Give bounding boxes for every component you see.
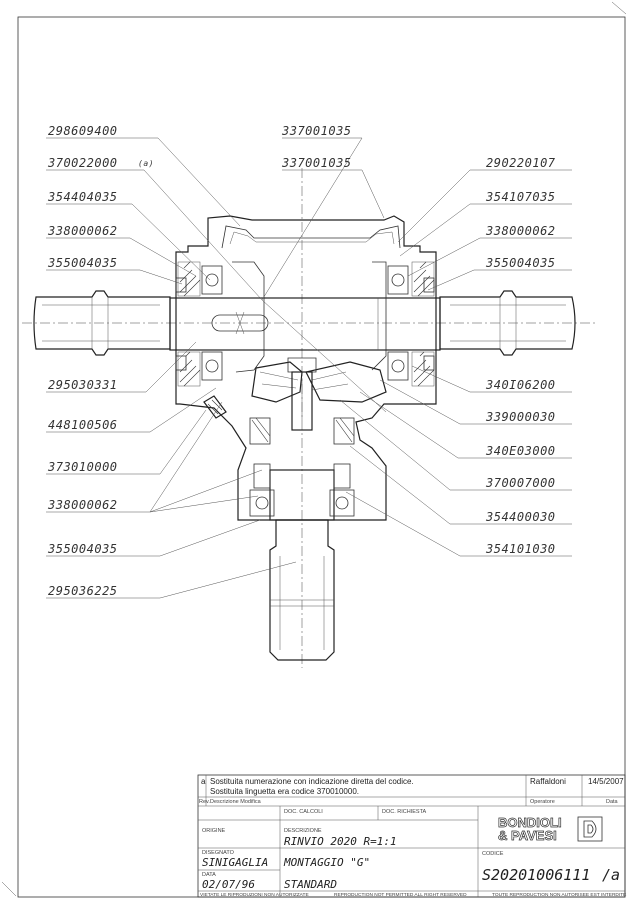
callout-label: 355004035	[47, 256, 118, 270]
housing-section-hatch	[177, 261, 435, 387]
disegnato-label: DISEGNATO	[202, 850, 235, 856]
callout-label: 340I06200	[485, 378, 556, 392]
callout-label: 373010000	[47, 460, 118, 474]
callout-label: 354400030	[485, 510, 556, 524]
title-block: a Sostituita numerazione con indicazione…	[197, 774, 626, 898]
bearings-horizontal	[175, 265, 435, 381]
callout-label: 295030331	[48, 378, 118, 392]
frame-corner-mark	[611, 1, 627, 15]
callout-label: 355004035	[485, 256, 556, 270]
right-callouts: 290220107 354107035 338000062 355004035 …	[485, 156, 556, 556]
data-label: DATA	[202, 872, 216, 878]
footer-notice-fr: TOUTE REPRODUCTION NON AUTORISEE EST INT…	[492, 892, 626, 898]
callout-label: 370007000	[485, 476, 556, 490]
date-column-header: Data	[606, 799, 619, 805]
callout-label: 338000062	[485, 224, 556, 238]
drawing-code-revision: /a	[602, 866, 620, 884]
vertical-output-shaft	[249, 371, 355, 661]
footer-notice-it: VIETATE LE RIPRODUZIONI NON AUTORIZZATE	[200, 892, 309, 898]
frame-corner-mark	[1, 881, 17, 897]
top-leader-lines	[261, 137, 385, 301]
callout-label: 337001035	[281, 124, 352, 138]
origine-label: ORIGINE	[202, 828, 226, 834]
callout-label: 448100506	[48, 418, 118, 432]
right-leader-lines	[261, 169, 572, 557]
callout-label: 354107035	[485, 190, 556, 204]
main-horizontal-shaft	[169, 297, 441, 351]
revision-operator: Raffaldoni	[530, 777, 566, 786]
callout-label: 355004035	[47, 542, 118, 556]
callout-label: 338000062	[47, 224, 118, 238]
gearbox-housing	[175, 215, 437, 521]
revision-note-line-2: Sostituita linguetta era codice 37001000…	[210, 787, 359, 796]
callout-revision-tag: (a)	[138, 159, 154, 168]
drawn-by: SINIGAGLIA	[202, 856, 268, 869]
drawing-code: S20201006111	[482, 866, 590, 884]
footer-notice-en: REPRODUCTION NOT PERMITTED ALL RIGHT RES…	[334, 892, 467, 898]
codice-label: CODICE	[482, 851, 504, 857]
doc-richiesta-label: DOC. RICHIESTA	[382, 809, 427, 815]
revision-note-line-1: Sostituita numerazione con indicazione d…	[210, 777, 414, 786]
descrizione-label: DESCRIZIONE	[284, 828, 322, 834]
callout-label: 339000030	[485, 410, 556, 424]
right-output-shaft	[439, 290, 576, 356]
company-logo: BONDIOLI & PAVESI	[498, 815, 603, 843]
gearbox-section-view: 298609400 370022000 (a) 354404035 338000…	[22, 124, 598, 668]
revision-date: 14/5/2007	[588, 777, 624, 786]
callout-label: 290220107	[486, 156, 556, 170]
callout-label: 354101030	[485, 542, 556, 556]
description-column-header: Descrizione Modifica	[210, 799, 262, 805]
callout-label: 337001035	[281, 156, 352, 170]
left-leader-lines	[46, 137, 297, 599]
drawn-date: 02/07/96	[202, 878, 255, 891]
description-line-1: RINVIO 2020 R=1:1	[284, 835, 397, 848]
callout-label: 295036225	[48, 584, 118, 598]
top-callouts: 337001035 337001035	[281, 124, 352, 170]
callout-label: 298609400	[48, 124, 118, 138]
bevel-gear-pair	[203, 357, 387, 419]
svg-text:BONDIOLI: BONDIOLI	[498, 815, 562, 830]
revision-letter: a	[201, 777, 206, 786]
callout-label: 338000062	[47, 498, 118, 512]
svg-text:& PAVESI: & PAVESI	[498, 828, 557, 843]
rev-column-header: Rev.	[199, 799, 210, 805]
description-line-2: MONTAGGIO "G"	[283, 856, 370, 869]
callout-label: 340E03000	[485, 444, 556, 458]
description-line-3: STANDARD	[284, 878, 337, 891]
doc-calcoli-label: DOC. CALCOLI	[284, 809, 323, 815]
callout-label: 354404035	[47, 190, 118, 204]
callout-label: 370022000	[47, 156, 118, 170]
left-callouts: 298609400 370022000 (a) 354404035 338000…	[47, 124, 154, 598]
left-input-shaft	[33, 290, 171, 356]
operator-column-header: Operatore	[530, 799, 555, 805]
